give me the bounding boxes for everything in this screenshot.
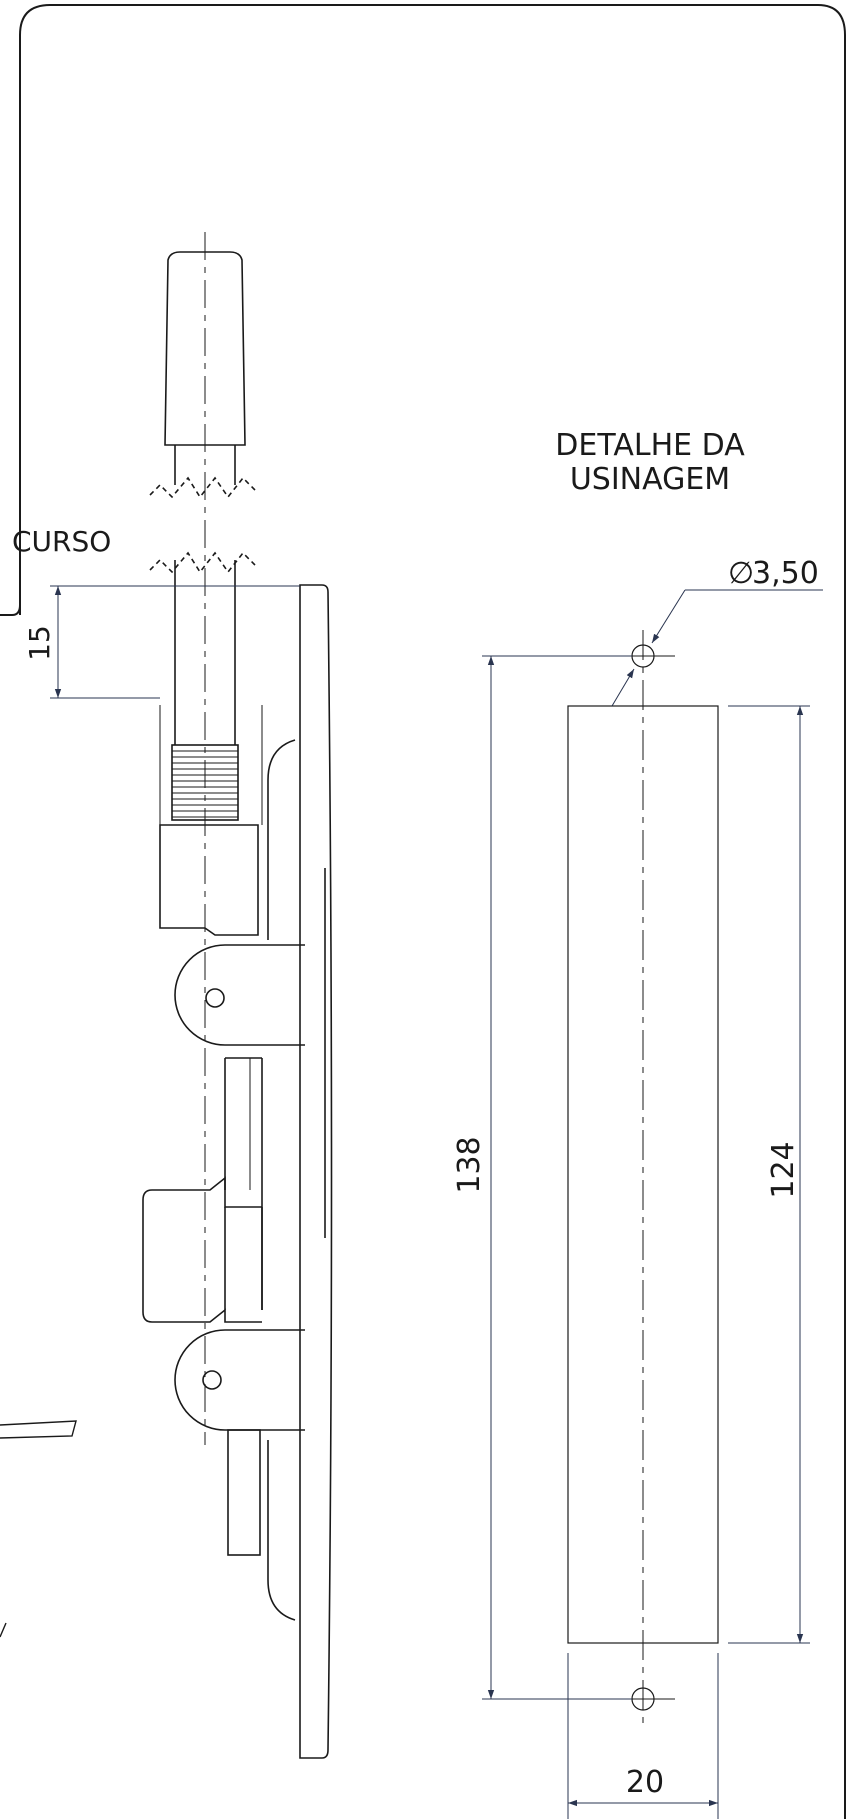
- side-block: [142, 1176, 262, 1323]
- travel-dimension: [50, 585, 300, 699]
- travel-label: CURSO: [12, 525, 111, 558]
- slot-length-dimension: [728, 705, 810, 1644]
- partial-lever: [0, 1420, 77, 1439]
- slot-width-dimension: [567, 1653, 719, 1819]
- housing-bracket-lower: [267, 1440, 296, 1621]
- detail-title-line1: DETALHE DA: [555, 428, 745, 463]
- break-line-lower: [149, 551, 256, 574]
- break-line-upper: [149, 476, 256, 499]
- hinge-pin-lower: [202, 1370, 222, 1390]
- hinge-pin-upper: [205, 988, 225, 1008]
- base-plate: [299, 584, 333, 1759]
- hinge-knuckle-upper: [174, 944, 305, 1046]
- slot-length-value: 124: [766, 1141, 801, 1198]
- sheet-border-left-corner: [0, 604, 21, 616]
- housing-bracket: [267, 739, 296, 940]
- housing-block: [159, 824, 259, 936]
- travel-dimension-value: 15: [23, 625, 56, 661]
- slot-width-value: 20: [626, 1765, 664, 1800]
- hole-diameter-leader: [611, 589, 823, 707]
- hole-diameter-value: 3,50: [752, 556, 819, 591]
- partial-mark: [0, 1622, 7, 1638]
- latch-knob: [164, 251, 246, 446]
- latch-side-view: [142, 251, 333, 1759]
- hole-spacing-value: 138: [452, 1136, 487, 1193]
- hole-diameter-symbol: ∅: [728, 556, 754, 591]
- hinge-knuckle-lower: [174, 1329, 305, 1431]
- detail-title-line2: USINAGEM: [570, 462, 730, 497]
- sheet-border: [19, 4, 846, 1819]
- bolt-stub: [227, 1429, 261, 1556]
- hole-spacing-dimension: [482, 655, 632, 1700]
